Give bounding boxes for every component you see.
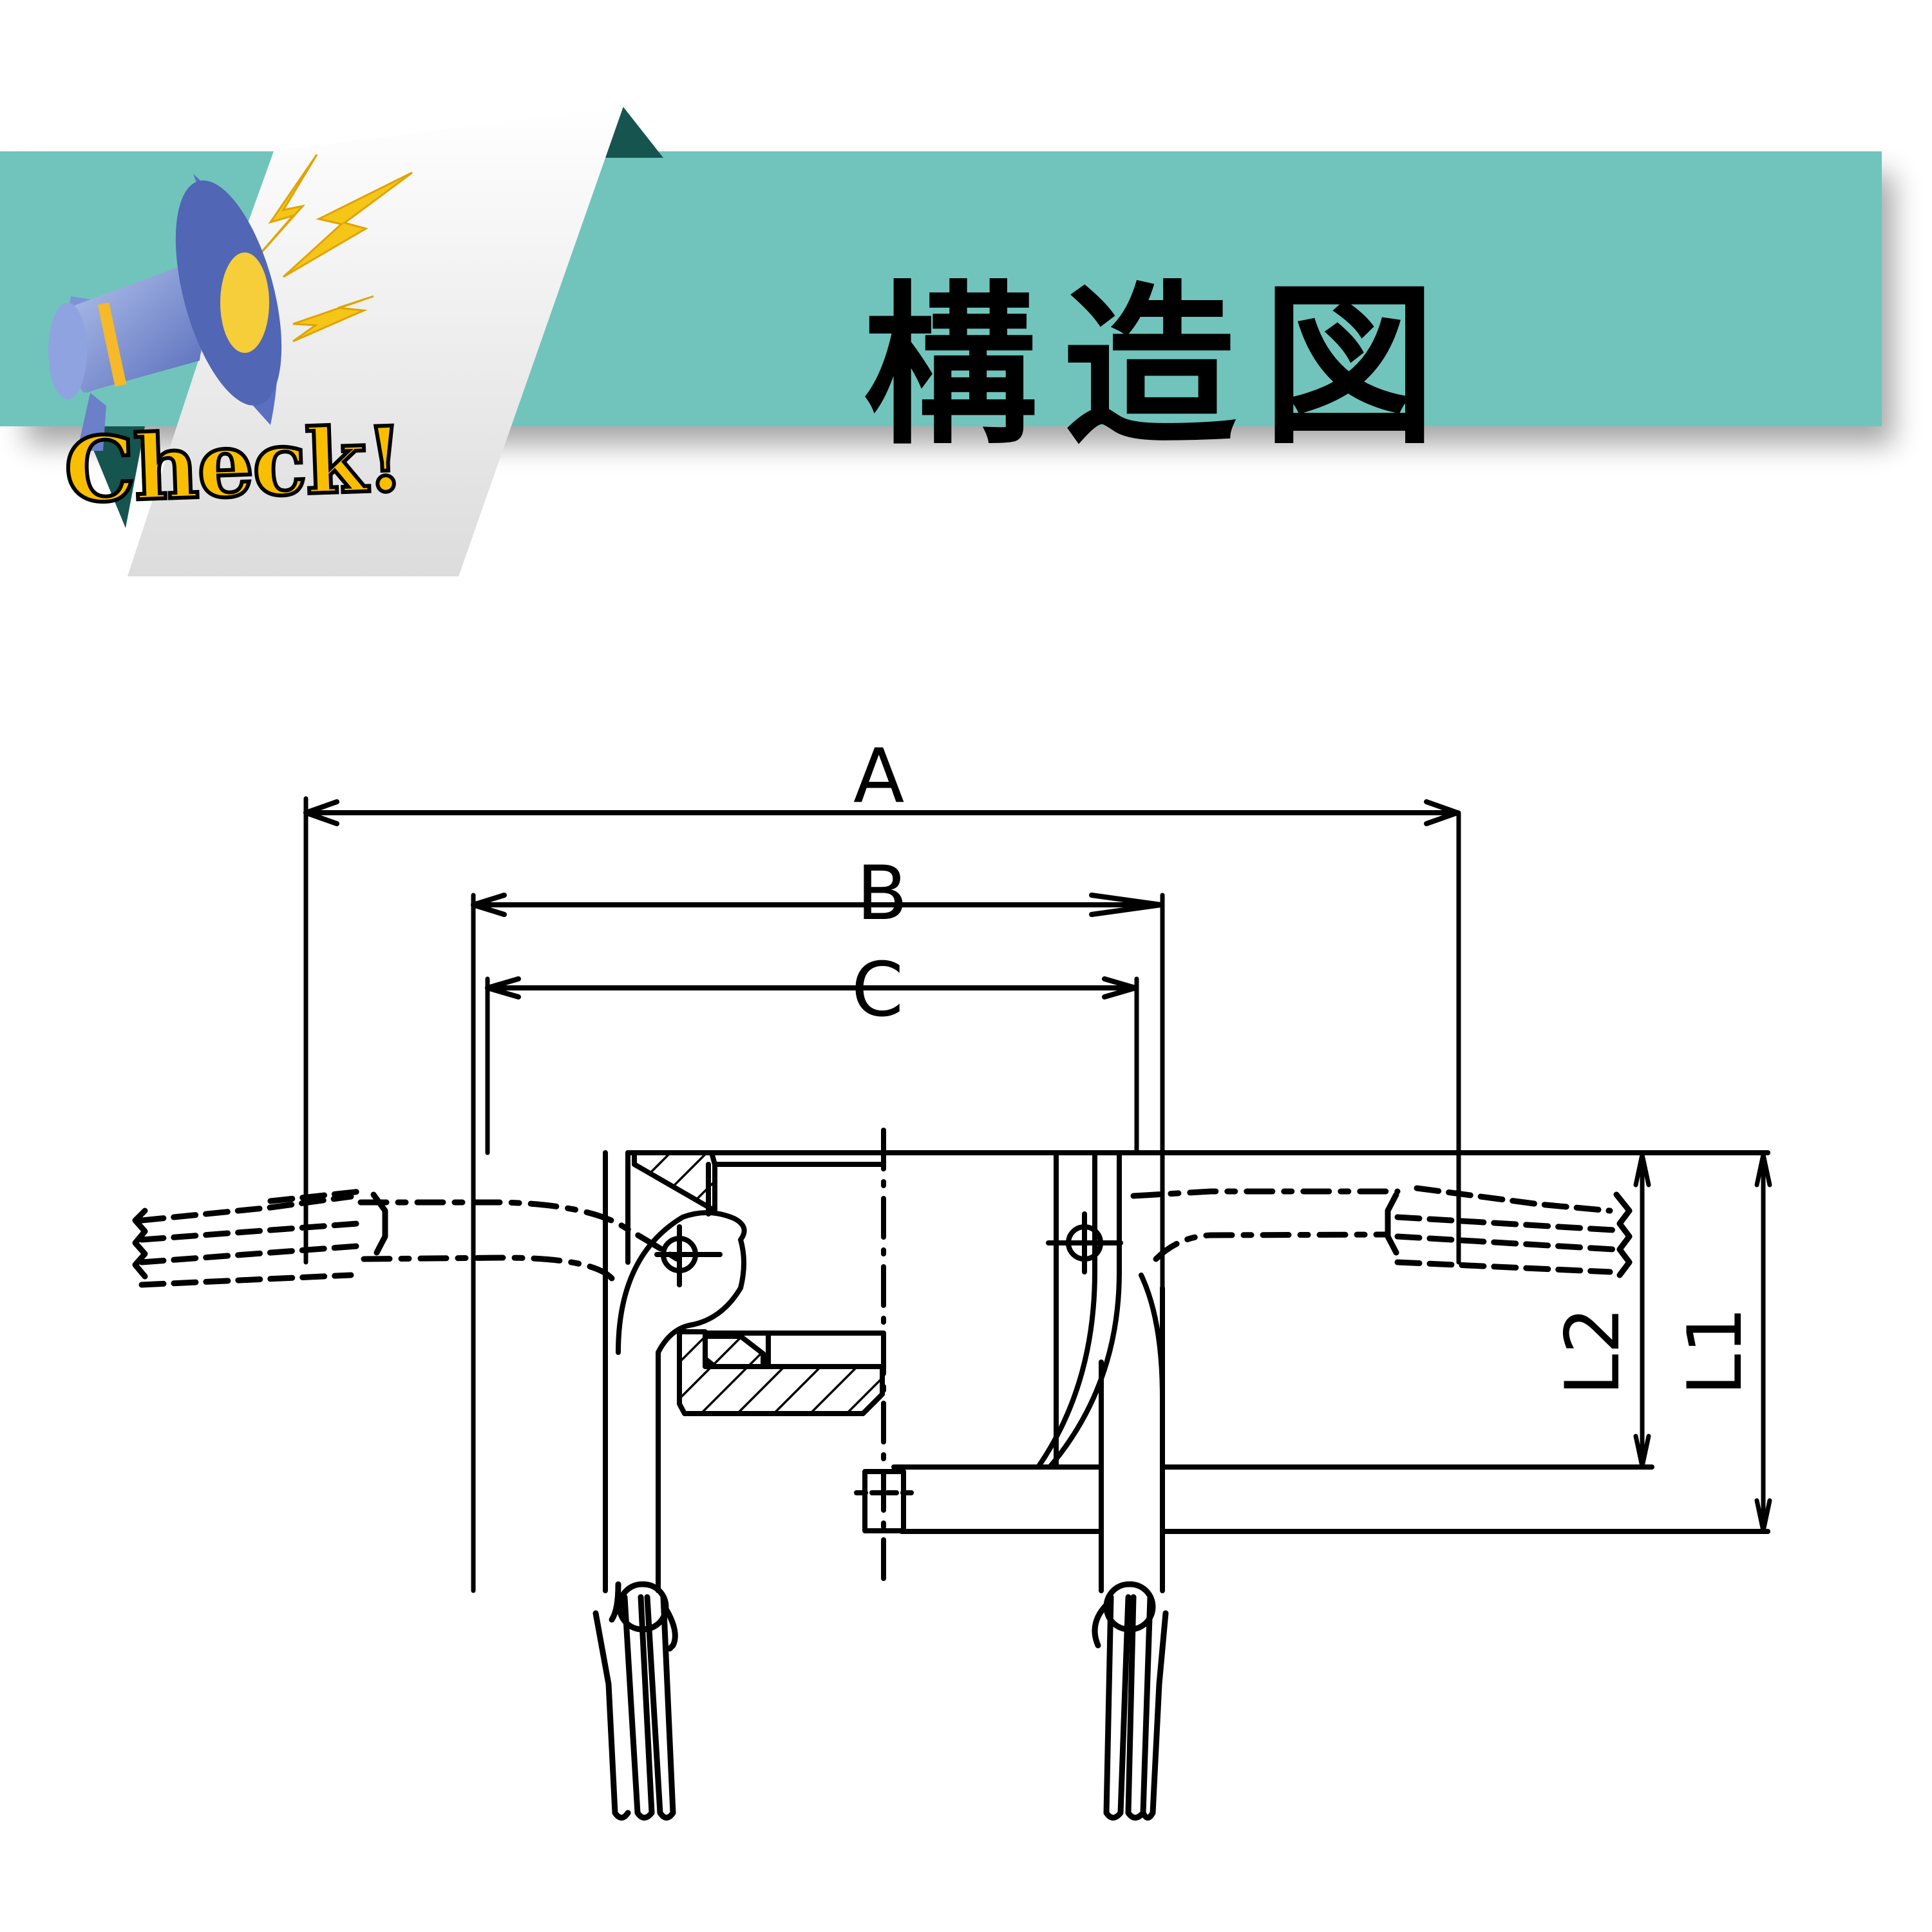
nut-detail — [854, 1469, 914, 1533]
left-lever — [592, 1581, 678, 1821]
right-handle-phantom — [1130, 1185, 1616, 1275]
dimension-c — [485, 976, 1139, 1155]
left-handle-phantom — [138, 1188, 686, 1288]
dimension-label-a: A — [853, 733, 905, 820]
dimension-label-c: C — [851, 947, 904, 1034]
coupler-body — [625, 1128, 1770, 1593]
fold-bottom — [84, 426, 145, 528]
right-cam-pin — [1046, 1211, 1123, 1274]
header-banner — [0, 106, 1893, 576]
dimension-a — [303, 796, 1461, 1265]
dimension-l1 — [1754, 1152, 1772, 1533]
dimension-l2 — [1633, 1152, 1651, 1469]
hatched-section — [632, 1150, 885, 1416]
megaphone-icon — [48, 174, 282, 451]
right-handle-end — [1385, 1191, 1633, 1278]
dimension-label-l2: L2 — [1549, 1306, 1637, 1396]
fold-top — [605, 106, 663, 158]
dimension-label-l1: L1 — [1672, 1306, 1759, 1396]
right-lever — [1092, 1581, 1169, 1821]
left-handle-end — [132, 1191, 388, 1280]
page-title: 構造図 — [863, 265, 1462, 468]
dimension-label-b: B — [857, 850, 908, 937]
